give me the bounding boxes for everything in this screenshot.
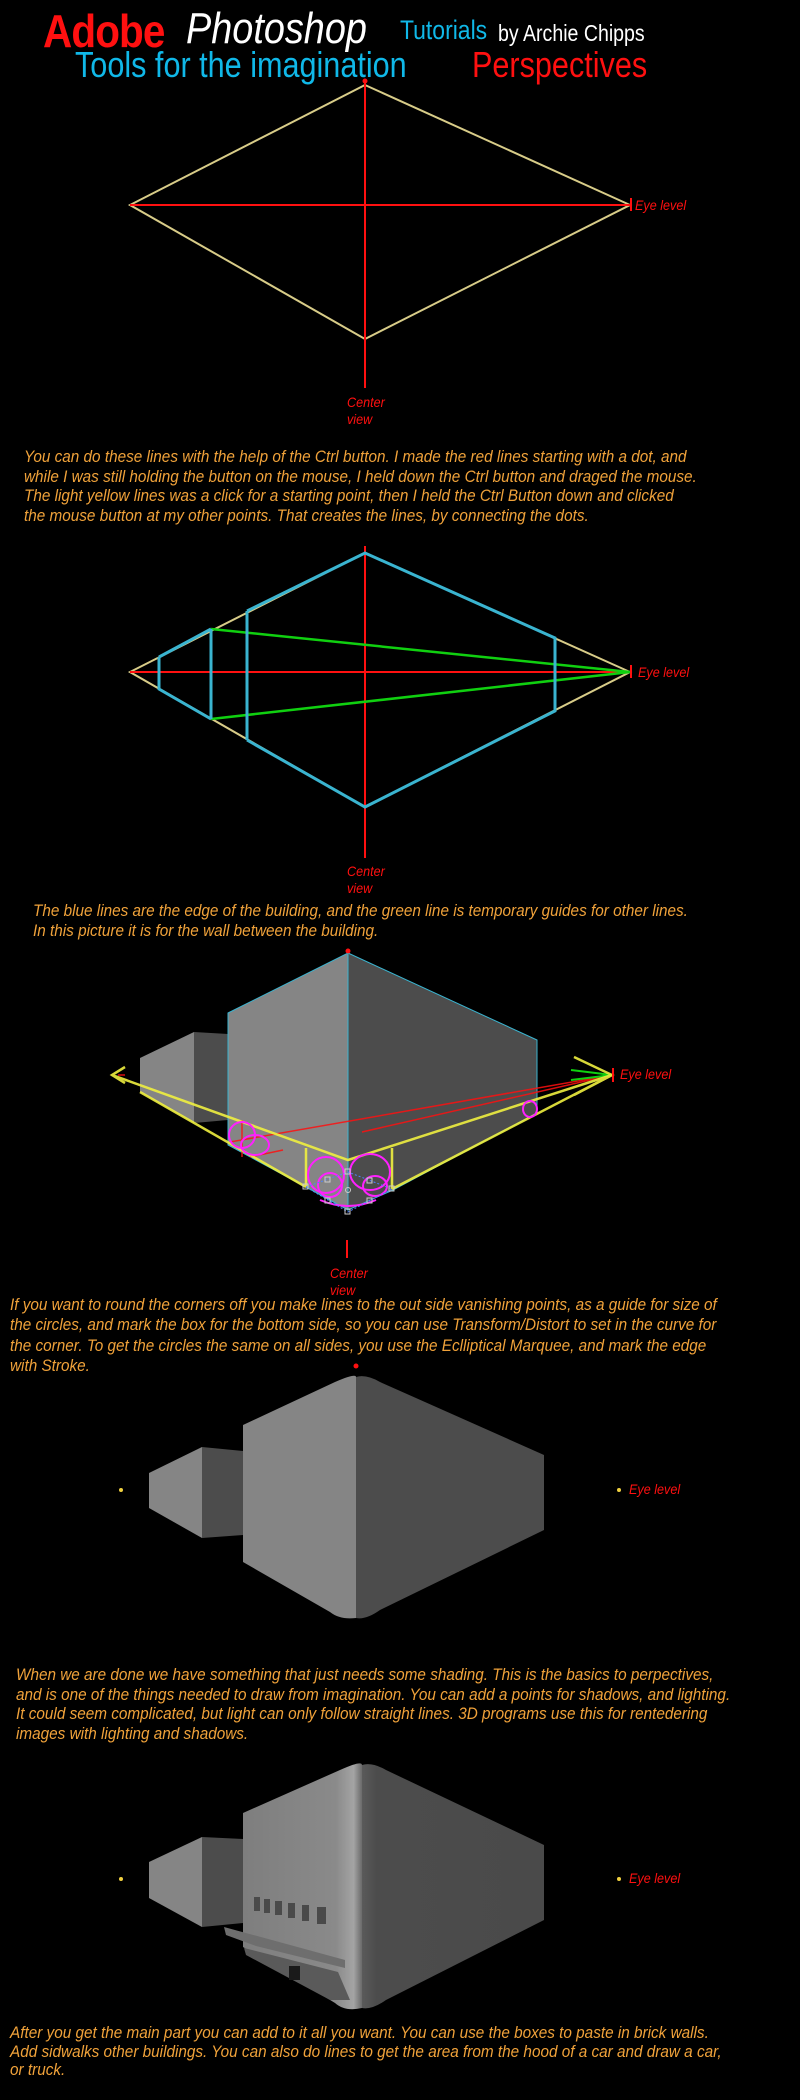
text-line: the corner. To get the circles the same … (10, 1335, 707, 1355)
title-tutorials: Tutorials (400, 15, 488, 45)
text-line: and is one of the things needed to draw … (16, 1684, 731, 1704)
paragraph-ctrl-lines: You can do these lines with the help of … (24, 447, 697, 525)
eye-level-label: Eye level (620, 1066, 672, 1082)
text-line: the circles, and mark the box for the bo… (10, 1315, 717, 1335)
transform-handles (302, 1168, 395, 1215)
awning (224, 1927, 345, 1968)
text-line: If you want to round the corners off you… (10, 1295, 717, 1314)
topic-title: Perspectives (472, 44, 648, 85)
diagram-basic-diamond (127, 78, 633, 388)
text-line: images with lighting and shadows. (16, 1723, 249, 1743)
title-adobe: Adobe (43, 5, 165, 57)
text-line: the mouse button at my other points. Tha… (24, 505, 589, 525)
text-line: or truck. (10, 2060, 66, 2079)
green-guide-upper (210, 627, 631, 674)
text-line: It could seem complicated, but light can… (16, 1704, 708, 1723)
diagram-rounded-building (119, 1363, 621, 1619)
paragraph-round-corners: If you want to round the corners off you… (10, 1295, 717, 1376)
author-byline: by Archie Chipps (498, 20, 645, 46)
eye-level-label: Eye level (638, 664, 690, 680)
diagram-shaded-building (119, 1763, 621, 2010)
eye-level-label: Eye level (635, 197, 687, 213)
paragraph-add-details: After you get the main part you can add … (10, 2023, 722, 2079)
text-line: You can do these lines with the help of … (24, 447, 687, 466)
start-dot (362, 78, 368, 84)
text-line: The light yellow lines was a click for a… (24, 486, 674, 505)
diagram-building-edges (127, 546, 633, 858)
paragraph-shading: When we are done we have something that … (16, 1665, 730, 1743)
view-word: view (347, 411, 373, 427)
title-photoshop: Photoshop (186, 4, 367, 53)
text-line: When we are done we have something that … (16, 1665, 714, 1684)
guide-diamond (127, 83, 633, 341)
paragraph-blue-lines: The blue lines are the edge of the build… (33, 901, 688, 940)
view-word: view (347, 880, 373, 896)
text-line: The blue lines are the edge of the build… (33, 901, 688, 920)
text-line: After you get the main part you can add … (10, 2023, 709, 2042)
eye-level-label: Eye level (629, 1870, 681, 1886)
center-word: Center (347, 863, 385, 879)
green-guide-lower (210, 670, 631, 721)
center-word: Center (330, 1265, 368, 1281)
building-edges-blue (157, 551, 557, 809)
text-line: In this picture it is for the wall betwe… (33, 920, 379, 940)
text-line: while I was still holding the button on … (24, 466, 697, 486)
view-word: view (330, 1282, 356, 1298)
text-line: Add sidwalks other buildings. You can al… (10, 2041, 722, 2061)
center-word: Center (347, 394, 385, 410)
diagram-rounding-corners (109, 948, 615, 1258)
windows (254, 1897, 326, 1924)
text-line: with Stroke. (10, 1355, 90, 1375)
tagline: Tools for the imagination (75, 44, 407, 85)
eye-level-label: Eye level (629, 1481, 681, 1497)
